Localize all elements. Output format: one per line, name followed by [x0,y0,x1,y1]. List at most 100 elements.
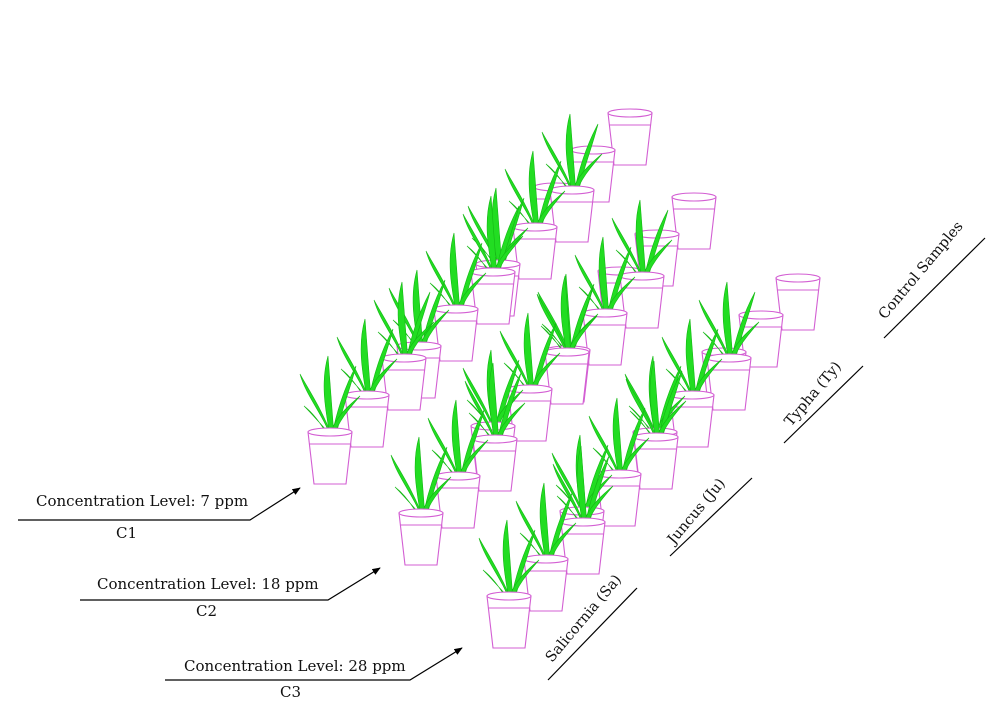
plant-leaf [425,250,459,314]
plant-leaf [635,199,647,281]
juncus-label: Juncus (Ju) [664,476,729,549]
plant-leaf [560,275,572,357]
pot-rim [470,267,516,277]
pot-rim [472,434,518,444]
pot-3-3-2 [661,318,723,448]
c1-label: Concentration Level: 7 ppm [36,492,248,510]
plant-leaf [528,150,540,232]
c2-leader-line [80,567,381,601]
pot-rim [344,390,390,400]
plant [336,318,398,400]
plant [478,519,540,601]
plant-leaf [588,415,622,479]
plant [499,312,561,394]
plant-leaf [499,330,533,394]
pot-4-1-3 [607,108,653,166]
pot-rim [570,145,616,155]
plant [390,436,452,518]
plant [464,362,526,444]
plant-leaf [552,463,586,527]
plant-leaf [625,378,659,442]
pot-2-2-2 [499,312,561,442]
pot-rim [582,308,628,318]
pot-1-3-2 [515,482,577,612]
group-control: Control Samples [876,219,986,339]
plant [373,281,435,363]
plant-leaf [515,500,549,564]
c1-code: C1 [116,524,137,542]
juncus-underline [669,477,753,557]
pot-body [398,512,444,566]
plant-leaf [451,399,463,481]
pot-rim [560,517,606,527]
pot-4-2-3 [671,192,717,250]
plant [299,355,361,437]
plant-leaf [539,482,551,564]
plant-leaf [523,312,535,394]
plant-leaf [685,318,697,400]
plant [625,360,687,442]
plant [698,281,760,363]
c3-code: C3 [280,683,301,701]
plant-leaf [427,417,461,481]
plant-leaf [551,452,585,516]
pot-3-1-3 [541,113,603,243]
pot-1-1-3 [373,281,435,411]
control-label: Control Samples [876,219,967,323]
pot-rim [549,185,595,195]
pot-1-2-1 [390,436,452,566]
control-underline [883,237,986,339]
plant-leaf [649,360,661,442]
pot-3-1-2 [504,150,566,280]
c3-label: Concentration Level: 28 ppm [184,657,406,675]
plant-leaf [565,113,577,195]
pot-rim [619,271,665,281]
plant [515,482,577,564]
plant [552,445,614,527]
pot-1-2-2 [427,399,489,529]
pot-rim [486,591,532,601]
pot-body [307,431,353,485]
plant-leaf [722,281,734,363]
pot-rim [706,353,752,363]
plant-leaf [462,213,496,277]
plant-leaf [574,254,608,318]
plant-leaf [462,367,496,431]
pot-rim [435,471,481,481]
plant-leaf [414,436,426,518]
plant-leaf [449,232,461,314]
typha-label: Typha (Ty) [782,359,845,430]
plant-leaf [486,195,498,277]
pot-1-1-2 [336,318,398,448]
plant-leaf [612,397,624,479]
pot-3-3-3 [698,281,760,411]
salicornia-underline [547,587,638,681]
plant-leaf [611,217,645,281]
plant [462,195,524,277]
concentration-c2: Concentration Level: 18 ppm C2 [80,567,381,620]
plant-leaf [576,445,588,527]
plant-leaf [397,281,409,363]
plant-leaf [698,299,732,363]
pot-rim [398,508,444,518]
plant-leaf [336,336,370,400]
plant-leaf [598,236,610,318]
pot-rim [523,554,569,564]
concentration-c1: Concentration Level: 7 ppm C1 [18,487,301,542]
plant [427,399,489,481]
plant-leaf [504,168,538,232]
c3-leader-line [165,647,463,681]
plant-leaf [360,318,372,400]
plant [574,236,636,318]
plant [541,113,603,195]
group-juncus: Juncus (Ju) [664,476,753,557]
plant-leaf [661,336,695,400]
plant-leaf [488,362,500,444]
plant-leaf [299,373,333,437]
pot-rim [544,347,590,357]
pot-rim [669,390,715,400]
plant-leaf [541,131,575,195]
plant-leaf [536,293,570,357]
pot-rim [738,310,784,320]
